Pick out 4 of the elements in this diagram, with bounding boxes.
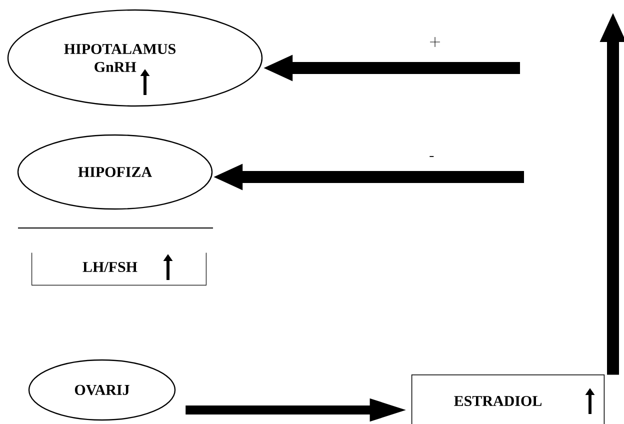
hormone-box: ESTRADIOL	[411, 374, 605, 424]
edge-label: -	[430, 156, 434, 157]
hormone-box: LH/FSH	[32, 252, 206, 286]
edge-label: +	[430, 37, 440, 47]
